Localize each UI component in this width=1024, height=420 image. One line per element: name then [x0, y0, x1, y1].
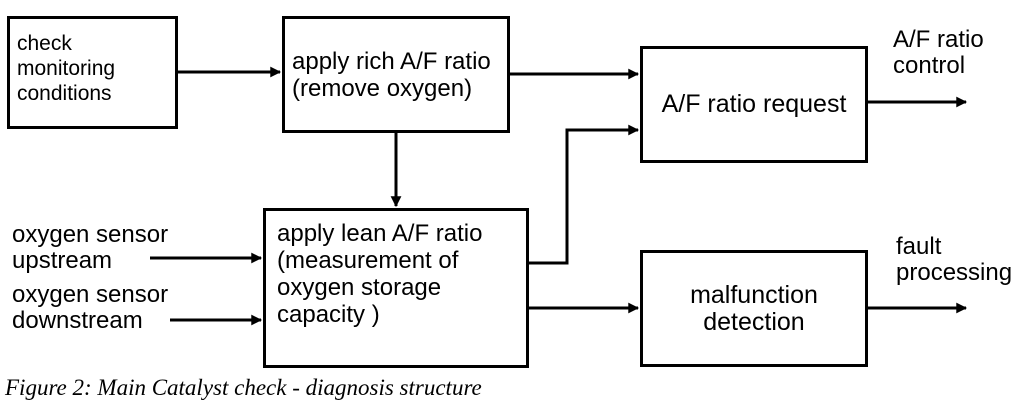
node-malfunction-detection: malfunction detection — [640, 250, 868, 367]
node-af-ratio-request-label: A/F ratio request — [661, 90, 847, 118]
label-fault-processing: fault processing — [896, 233, 1013, 286]
label-oxygen-sensor-downstream: oxygen sensor downstream — [12, 281, 169, 334]
label-af-ratio-control: A/F ratio control — [893, 26, 984, 79]
node-apply-rich-af-ratio-label: apply rich A/F ratio (remove oxygen) — [292, 47, 491, 102]
label-oxygen-sensor-upstream: oxygen sensor upstream — [12, 221, 169, 274]
figure-caption: Figure 2: Main Catalyst check - diagnosi… — [5, 375, 482, 400]
node-check-monitoring-conditions: check monitoring conditions — [7, 16, 178, 129]
arrow-lean-to-request — [529, 124, 640, 265]
node-apply-rich-af-ratio: apply rich A/F ratio (remove oxygen) — [282, 16, 510, 133]
node-af-ratio-request: A/F ratio request — [640, 46, 868, 163]
node-apply-lean-af-ratio: apply lean A/F ratio (measurement of oxy… — [263, 208, 529, 368]
node-malfunction-detection-label: malfunction detection — [690, 280, 818, 336]
